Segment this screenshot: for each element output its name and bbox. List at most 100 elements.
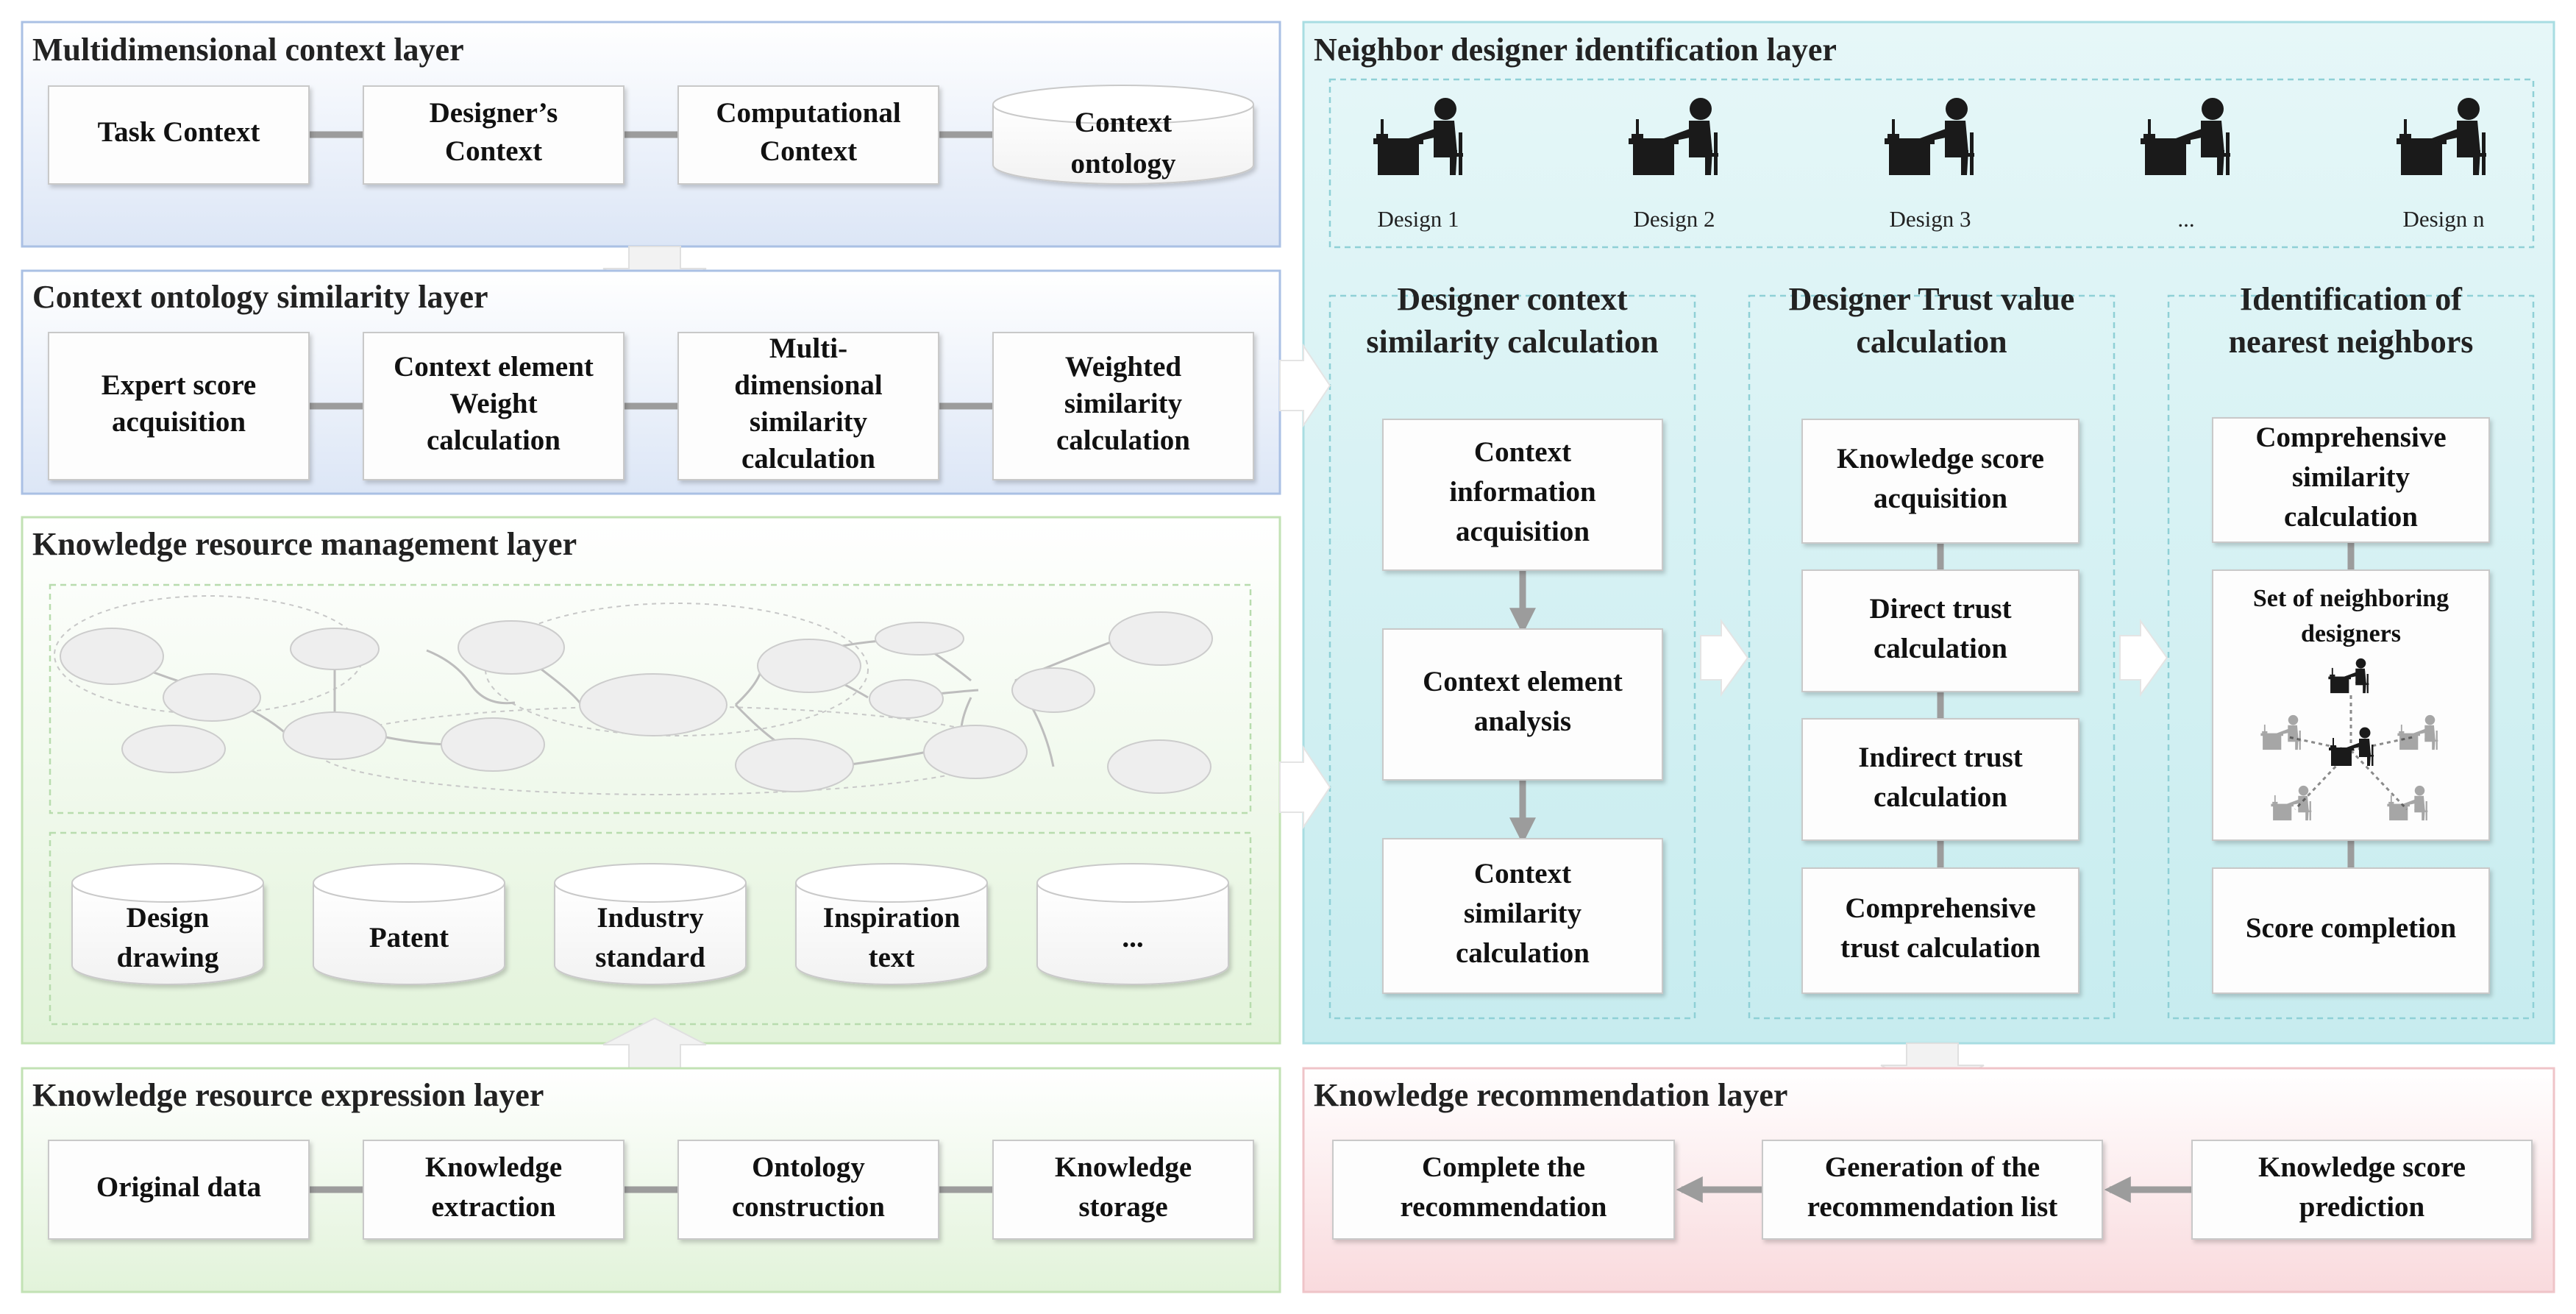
label-line: trust calculation — [1840, 932, 2040, 964]
box-label: Context ontology — [1070, 107, 1176, 180]
label-line: Generation of the — [1825, 1151, 2040, 1183]
box-label: Generation of the recommendation list — [1807, 1151, 2058, 1223]
box-label: Complete the recommendation — [1401, 1151, 1607, 1223]
knowledge-network-graph — [49, 583, 1252, 814]
designer-label: ... — [2177, 206, 2194, 232]
label-line: analysis — [1474, 706, 1571, 737]
label-line: Multi- — [769, 333, 847, 364]
process-box: Generation of the recommendation list — [1762, 1140, 2103, 1240]
label-line: similarity calculation — [1366, 324, 1658, 360]
designer-context-similarity-column: Designer context similarity calculation C… — [1328, 281, 1696, 1020]
layer-title: Knowledge resource expression layer — [32, 1077, 544, 1113]
label-line: acquisition — [1874, 483, 2007, 514]
label-line: calculation — [1874, 781, 2007, 813]
box-label: Original data — [96, 1171, 261, 1203]
process-box: Original data — [48, 1140, 310, 1240]
knowledge-resource-management-layer: Knowledge resource management layer — [21, 516, 1281, 1045]
process-box: Knowledge score prediction — [2191, 1140, 2533, 1240]
process-box: Score completion — [2212, 867, 2490, 994]
label-line: construction — [732, 1191, 885, 1223]
label-line: ... — [1122, 922, 1143, 953]
label-line: calculation — [1856, 324, 2007, 360]
label-line: prediction — [2299, 1191, 2425, 1223]
box-label: Knowledge score prediction — [2258, 1151, 2466, 1223]
neighbor-network-icon — [2260, 658, 2438, 821]
label-line: Designer’s — [430, 97, 558, 129]
knowledge-recommendation-layer: Knowledge recommendation layer Complete … — [1302, 1067, 2555, 1293]
label-line: Inspiration — [823, 902, 961, 934]
label-line: Designer context — [1397, 281, 1628, 317]
label-line: Knowledge score — [1837, 443, 2044, 475]
box-label: ... — [1122, 922, 1143, 953]
label-line: ontology — [1070, 148, 1176, 180]
label-line: similarity — [750, 406, 868, 438]
multidimensional-context-layer: Multidimensional context layer Task Cont… — [21, 21, 1281, 248]
label-line: nearest neighbors — [2229, 324, 2474, 360]
process-box: Task Context — [48, 85, 310, 185]
label-line: Knowledge — [1055, 1151, 1192, 1183]
label-line: Context — [760, 135, 857, 167]
label-line: Original data — [96, 1171, 261, 1203]
layer-title: Context ontology similarity layer — [32, 279, 488, 315]
designer-label: Design 1 — [1377, 206, 1459, 232]
label-line: Weight — [449, 388, 537, 419]
context-ontology-cylinder: Context ontology — [992, 85, 1254, 185]
label-line: storage — [1078, 1191, 1167, 1223]
label-line: designers — [2301, 620, 2401, 647]
process-box: Knowledge storage — [992, 1140, 1254, 1240]
label-line: Set of neighboring — [2253, 585, 2449, 612]
label-line: Computational — [716, 97, 901, 129]
layer-title: Knowledge resource management layer — [32, 526, 577, 562]
label-line: recommendation — [1401, 1191, 1607, 1223]
label-line: calculation — [1456, 937, 1590, 969]
box-label: Task Context — [98, 116, 260, 148]
label-line: acquisition — [1456, 516, 1590, 547]
label-line: Designer Trust value — [1789, 281, 2075, 317]
label-line: calculation — [2284, 501, 2418, 533]
label-line: Patent — [369, 922, 449, 953]
label-line: recommendation list — [1807, 1191, 2058, 1223]
process-box: Complete the recommendation — [1332, 1140, 1675, 1240]
label-line: Weighted — [1065, 351, 1181, 383]
layer-title: Neighbor designer identification layer — [1314, 32, 1837, 68]
label-line: Comprehensive — [2255, 422, 2446, 453]
context-ontology-similarity-layer: Context ontology similarity layer Expert… — [21, 269, 1281, 495]
box-label: Knowledge storage — [1055, 1151, 1192, 1223]
label-line: extraction — [432, 1191, 556, 1223]
label-line: Direct trust — [1869, 593, 2011, 625]
box-label: Patent — [369, 922, 449, 953]
label-line: Identification of — [2240, 281, 2463, 317]
label-line: Complete the — [1422, 1151, 1585, 1183]
box-label: Set of neighboring designers — [2253, 585, 2449, 647]
label-line: drawing — [117, 942, 219, 973]
label-line: acquisition — [112, 406, 246, 438]
process-box: Knowledge score acquisition — [1801, 419, 2079, 544]
label-line: Context — [1075, 107, 1172, 138]
label-line: Context — [1474, 858, 1571, 889]
label-line: Knowledge score — [2258, 1151, 2466, 1183]
